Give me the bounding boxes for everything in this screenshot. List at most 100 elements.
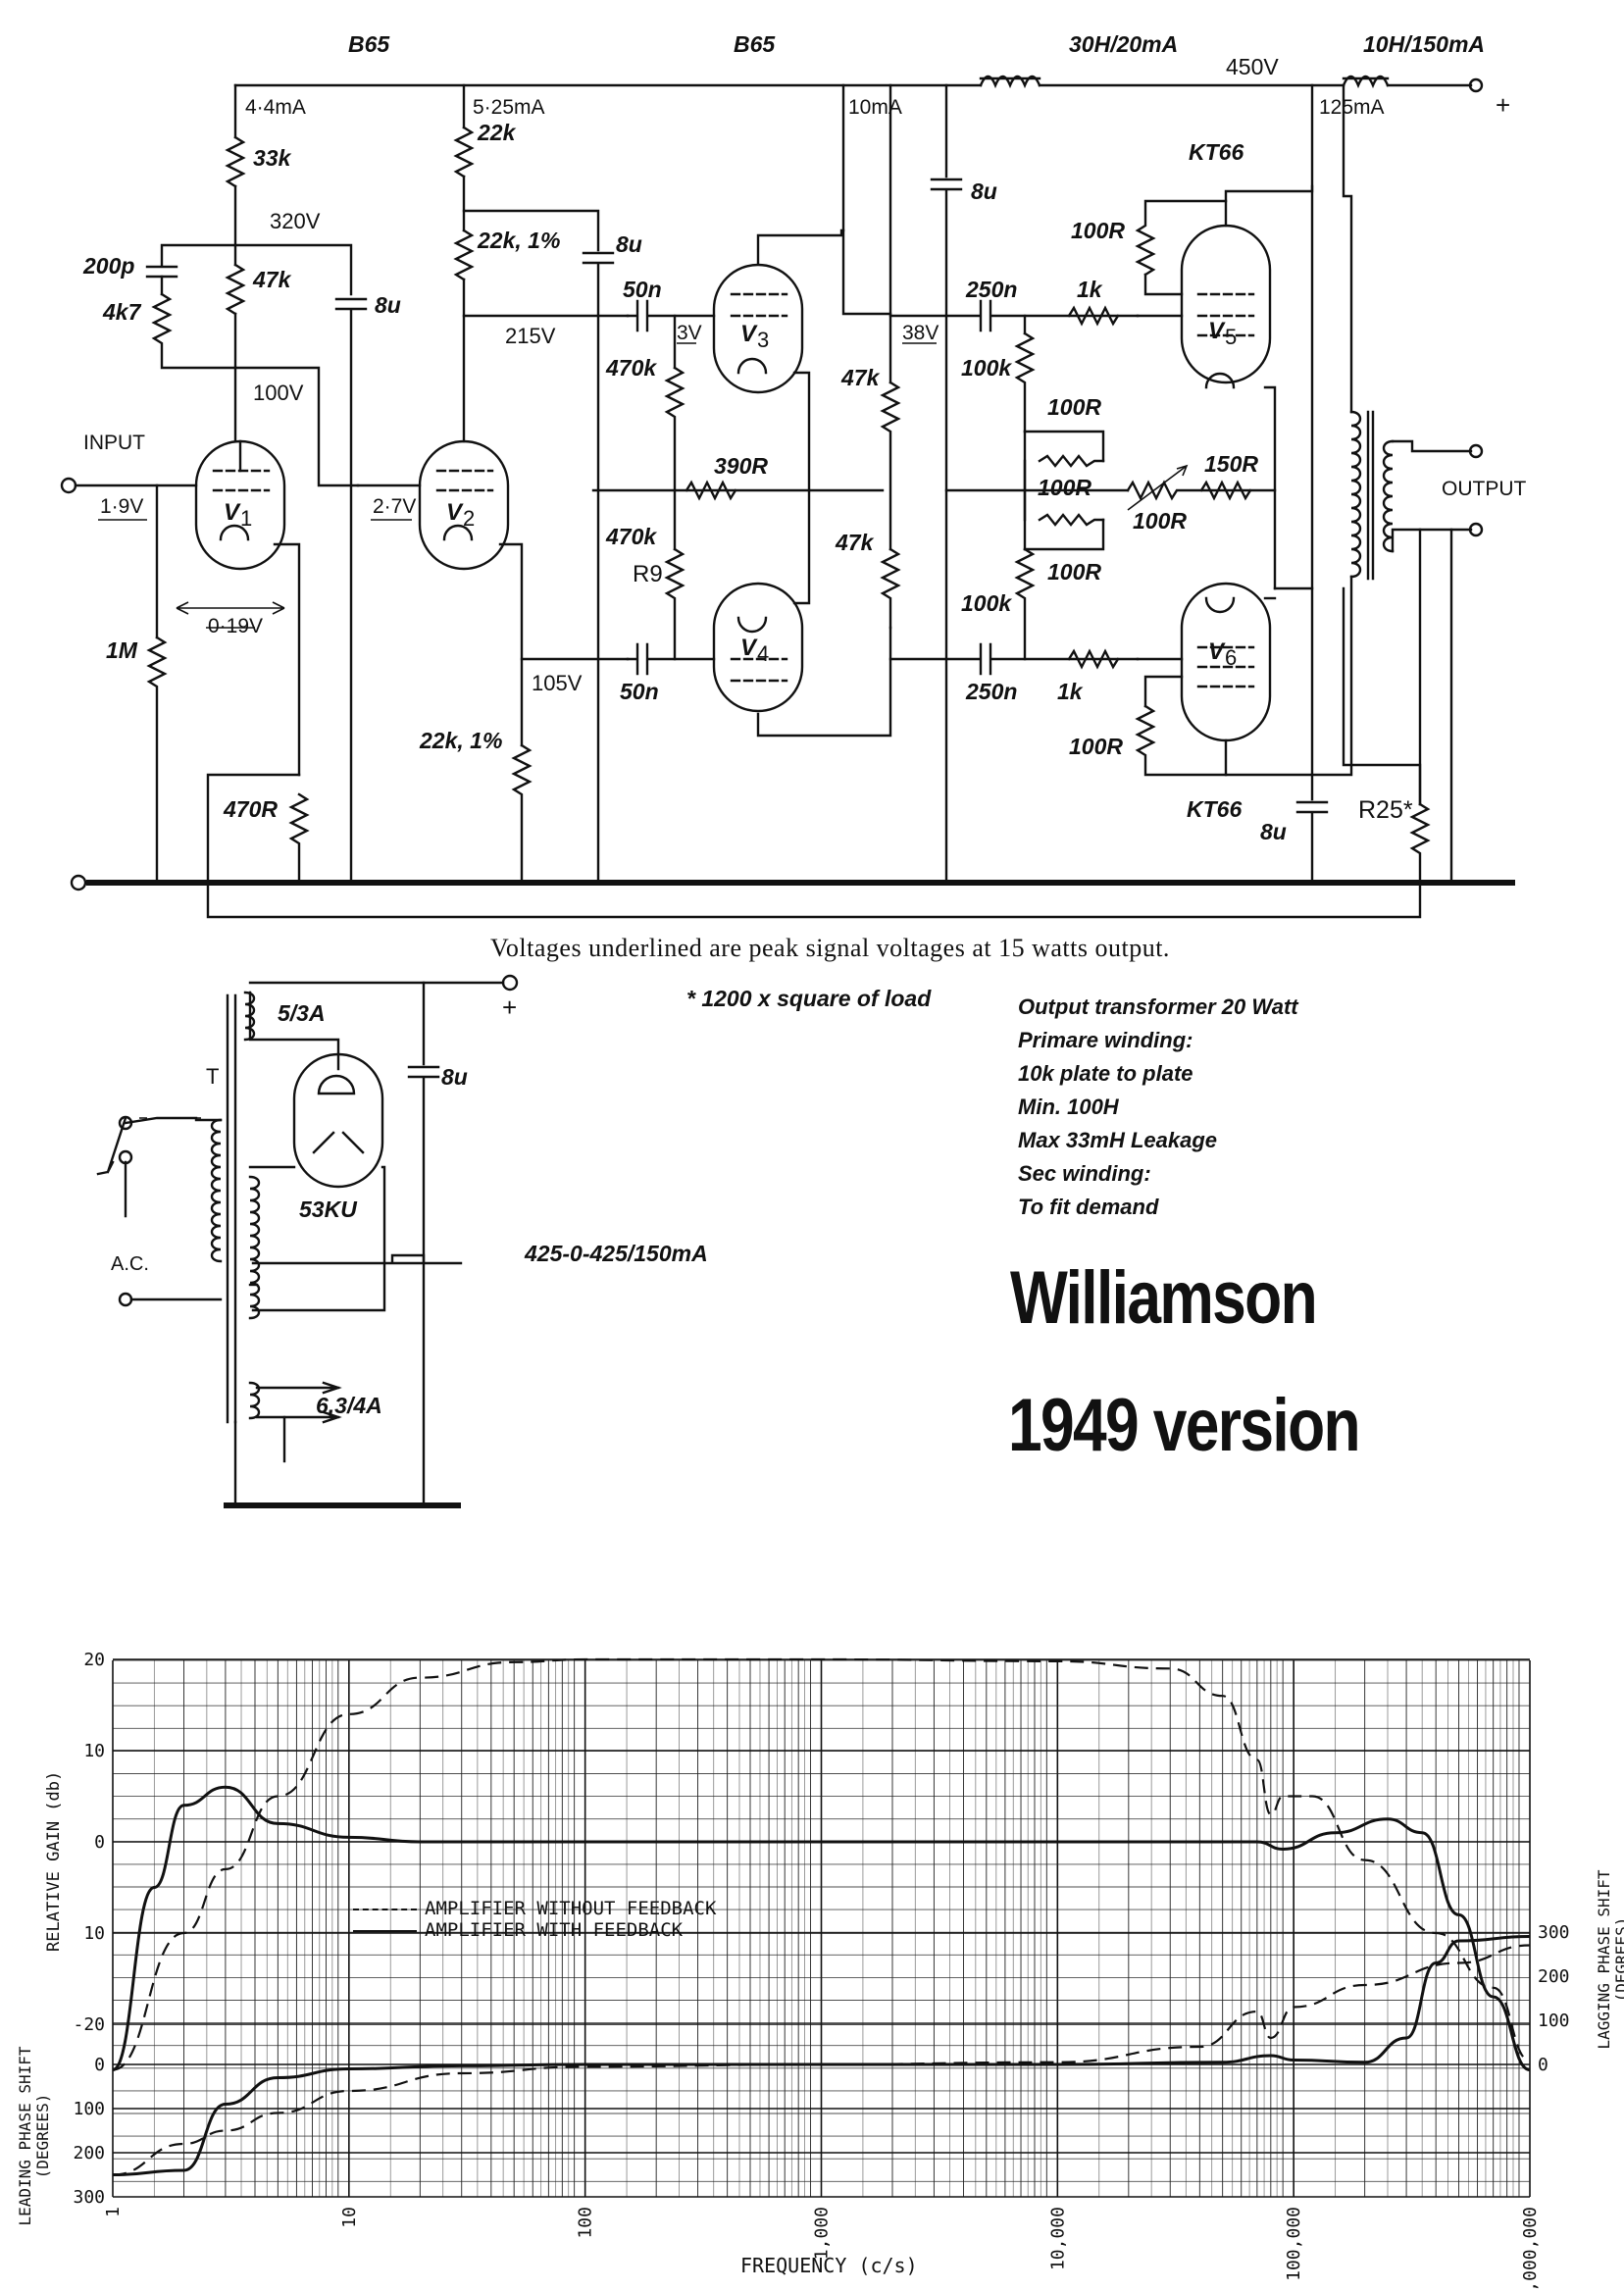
x-tick-label: 100,000	[1284, 2207, 1304, 2281]
rail-label-b65-right: B65	[734, 31, 776, 57]
resistor-100k-a	[1014, 331, 1036, 433]
series-line-with-feedback-gain	[112, 1785, 1531, 2071]
capacitor-label-50n-b: 50n	[620, 679, 659, 704]
resistor-label-33k: 33k	[253, 145, 291, 171]
resistor-label-1k-b: 1k	[1057, 679, 1083, 704]
resistor-label-22k-top: 22k	[478, 120, 516, 145]
legend-label-with-feedback: AMPLIFIER WITH FEEDBACK	[425, 1919, 684, 1941]
psu-plus-label: +	[502, 993, 518, 1022]
y-tick-label-leading-phase: 300	[73, 2187, 105, 2208]
legend-label-without-feedback: AMPLIFIER WITHOUT FEEDBACK	[425, 1898, 717, 1919]
psu-cap-label: 8u	[441, 1064, 468, 1090]
capacitor-label-250n-b: 250n	[966, 679, 1018, 704]
tube-v6	[1180, 582, 1272, 742]
svg-text:3: 3	[757, 328, 769, 352]
output-transformer-notes: Output transformer 20 Watt Primare windi…	[1018, 991, 1298, 1224]
resistor-label-100r-b: 100R	[1047, 559, 1101, 585]
resistor-label-47k-b: 47k	[841, 365, 880, 390]
variable-resistor-100r	[1126, 480, 1277, 501]
tube-label-kt66-bottom: KT66	[1187, 796, 1243, 822]
schematic-note: Voltages underlined are peak signal volt…	[490, 934, 1170, 962]
resistor-label-1m: 1M	[106, 637, 137, 663]
voltage-label-input-signal: 1·9V	[100, 495, 144, 518]
resistor-label-22k-1pct-b: 22k, 1%	[420, 728, 503, 753]
resistor-label-22k-1pct-a: 22k, 1%	[478, 228, 561, 253]
voltage-label-v2-signal: 2·7V	[373, 495, 417, 518]
tube-v1	[194, 439, 286, 571]
svg-text:V: V	[224, 499, 241, 526]
plus-terminal-label: +	[1496, 90, 1511, 120]
ot-note-line: Primare winding:	[1018, 1028, 1193, 1052]
resistor-100r-g6	[1135, 704, 1228, 777]
resistor-1k-a	[1067, 305, 1120, 327]
voltage-label-105v: 105V	[532, 671, 583, 695]
resistor-label-100k-b: 100k	[961, 590, 1012, 616]
y-axis-label-gain: RELATIVE GAIN (db)	[44, 1770, 64, 1952]
ot-note-line: Min. 100H	[1018, 1095, 1119, 1119]
current-label-125ma: 125mA	[1319, 96, 1385, 119]
svg-text:2: 2	[463, 506, 475, 531]
resistor-label-100r-pot: 100R	[1038, 475, 1091, 500]
x-tick-label: 10,000	[1047, 2207, 1068, 2270]
resistor-1m	[146, 636, 168, 885]
resistor-label-100r-a: 100R	[1047, 394, 1101, 420]
ht-winding-label: 425-0-425/150mA	[525, 1241, 708, 1266]
resistor-label-470k-b: 470k	[606, 524, 657, 549]
transformer-t-label: T	[206, 1064, 220, 1089]
choke-label-10h: 10H/150mA	[1363, 31, 1486, 57]
resistor-label-r9: R9	[633, 561, 663, 587]
resistor-390r	[685, 480, 737, 501]
resistor-label-390r: 390R	[714, 453, 768, 479]
resistor-label-1k-a: 1k	[1077, 277, 1102, 302]
capacitor-label-50n-a: 50n	[623, 277, 662, 302]
y-axis-label-leading-phase: LEADING PHASE SHIFT (DEGREES)	[16, 2046, 52, 2226]
voltage-label-38v: 38V	[902, 322, 939, 344]
series-line-with-feedback-phase	[112, 1935, 1531, 2176]
load-note: * 1200 x square of load	[686, 986, 932, 1011]
capacitor-label-8u-c: 8u	[971, 178, 997, 204]
x-axis-label: FREQUENCY (c/s)	[740, 2254, 918, 2277]
capacitor-label-8u-a: 8u	[375, 292, 401, 318]
ot-note-line: Sec winding:	[1018, 1161, 1151, 1186]
y-tick-label-gain: 10	[83, 1923, 105, 1944]
ac-input-label: A.C.	[111, 1253, 149, 1275]
legend-item-without-feedback: AMPLIFIER WITHOUT FEEDBACK	[353, 1898, 716, 1919]
resistor-1k-b	[1067, 648, 1120, 670]
ot-note-line: Max 33mH Leakage	[1018, 1128, 1217, 1152]
y-tick-label-lagging-phase: 0	[1538, 2055, 1548, 2075]
resistor-100r-g5	[1135, 199, 1228, 277]
voltage-label-cathode-signal: 0·19V	[208, 615, 264, 637]
voltage-label-3v: 3V	[677, 322, 702, 344]
y-tick-label-leading-phase: 0	[94, 2055, 105, 2075]
x-tick-label: 10	[339, 2207, 360, 2228]
resistor-label-100r-g5: 100R	[1071, 218, 1125, 243]
capacitor-label-250n-a: 250n	[966, 277, 1018, 302]
svg-text:V: V	[1208, 638, 1226, 665]
rectifier-label: 53KU	[299, 1196, 357, 1222]
x-tick-label: 1,000,000	[1520, 2207, 1541, 2291]
rail-label-b65-left: B65	[348, 31, 390, 57]
y-tick-label-leading-phase: 200	[73, 2143, 105, 2164]
y-tick-label-gain: -20	[73, 2014, 105, 2035]
legend-item-with-feedback: AMPLIFIER WITH FEEDBACK	[353, 1919, 716, 1941]
title-williamson: Williamson	[1010, 1256, 1318, 1340]
filament-label: 5/3A	[278, 1000, 326, 1026]
resistor-470k-a	[664, 366, 685, 492]
chart-legend: AMPLIFIER WITHOUT FEEDBACK AMPLIFIER WIT…	[353, 1898, 716, 1941]
x-tick-label: 1	[103, 2207, 124, 2217]
power-supply-schematic	[96, 974, 519, 1508]
resistor-label-470k-a: 470k	[606, 355, 657, 381]
y-axis-label-lagging-phase: LAGGING PHASE SHIFT (DEGREES)	[1595, 1869, 1624, 2050]
svg-text:6: 6	[1225, 645, 1237, 670]
ot-note-line: Output transformer 20 Watt	[1018, 994, 1298, 1019]
tube-v5	[1180, 224, 1272, 389]
resistor-label-100r-var: 100R	[1133, 508, 1187, 534]
y-tick-label-lagging-phase: 200	[1538, 1966, 1570, 1987]
resistor-100k-b	[1014, 547, 1036, 661]
current-label-5-25ma: 5·25mA	[473, 96, 545, 119]
rectifier-tube-53ku	[292, 1052, 384, 1189]
svg-text:V: V	[446, 499, 464, 526]
tube-v3	[712, 263, 804, 394]
resistor-label-470r: 470R	[224, 796, 278, 822]
current-label-10ma: 10mA	[848, 96, 902, 119]
